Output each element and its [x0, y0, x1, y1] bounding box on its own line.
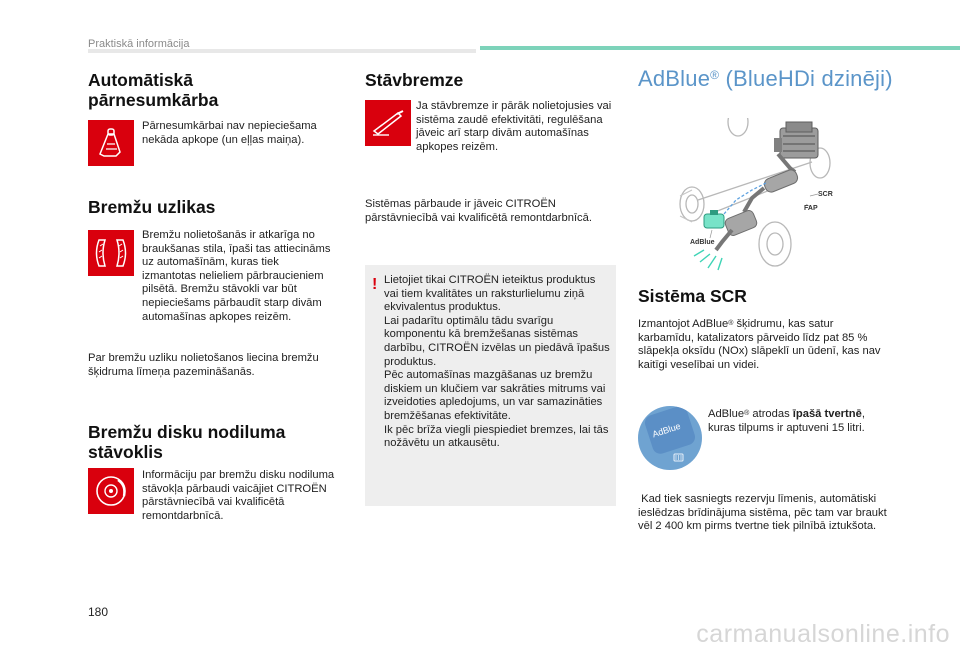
scr-system-text: Izmantojot AdBlue® šķidrumu, kas satur k…: [638, 318, 881, 371]
parking-brake-heading: Stāvbremze: [365, 70, 464, 90]
brake-pads-text: Bremžu nolietošanās ir atkarīga no brauk…: [142, 229, 331, 323]
adblue-heading: AdBlue® (BlueHDi dzinēji): [638, 66, 893, 91]
adblue-tank-icon: AdBlue: [638, 406, 702, 470]
diagram-label-adblue: AdBlue: [690, 239, 715, 246]
watermark: carmanualsonline.info: [696, 620, 950, 648]
automatic-gearbox-text: Pārnesumkārbai nav nepieciešama nekāda a…: [142, 120, 317, 146]
diagram-label-fap: FAP: [804, 205, 818, 212]
warning-icon: !: [372, 276, 378, 293]
brake-discs-heading: Bremžu disku nodiluma stāvoklis: [88, 422, 286, 462]
diagram-label-scr: SCR: [818, 191, 833, 198]
parking-brake-icon: [365, 100, 411, 146]
parking-brake-check: Sistēmas pārbaude ir jāveic CITROËN pārs…: [365, 198, 592, 224]
adblue-tank-text: AdBlue® atrodas īpašā tvertnē, kuras til…: [708, 408, 865, 434]
brake-pads-heading: Bremžu uzlikas: [88, 197, 216, 217]
warning-panel: [365, 265, 616, 506]
automatic-gearbox-heading: Automātiskā pārnesumkārba: [88, 70, 219, 110]
brake-pads-icon: [88, 230, 134, 276]
brake-pads-note: Par bremžu uzliku nolietošanos liecina b…: [88, 352, 319, 378]
header-rule-grey: [88, 49, 476, 53]
scr-system-heading: Sistēma SCR: [638, 286, 747, 306]
warning-text: Lietojiet tikai CITROËN ieteiktus produk…: [384, 274, 610, 450]
parking-brake-text: Ja stāvbremze ir pārāk nolietojusies vai…: [416, 100, 612, 153]
section-header: Praktiskā informācija: [88, 38, 190, 50]
gearbox-icon: [88, 120, 134, 166]
brake-disc-icon: [88, 468, 134, 514]
header-rule-green: [480, 46, 960, 50]
brake-discs-text: Informāciju par bremžu disku nodiluma st…: [142, 469, 335, 522]
page-number: 180: [88, 605, 109, 619]
reserve-warning-text: Kad tiek sasniegts rezervju līmenis, aut…: [638, 493, 890, 533]
scr-system-diagram: SCR FAP AdBlue: [640, 107, 846, 276]
